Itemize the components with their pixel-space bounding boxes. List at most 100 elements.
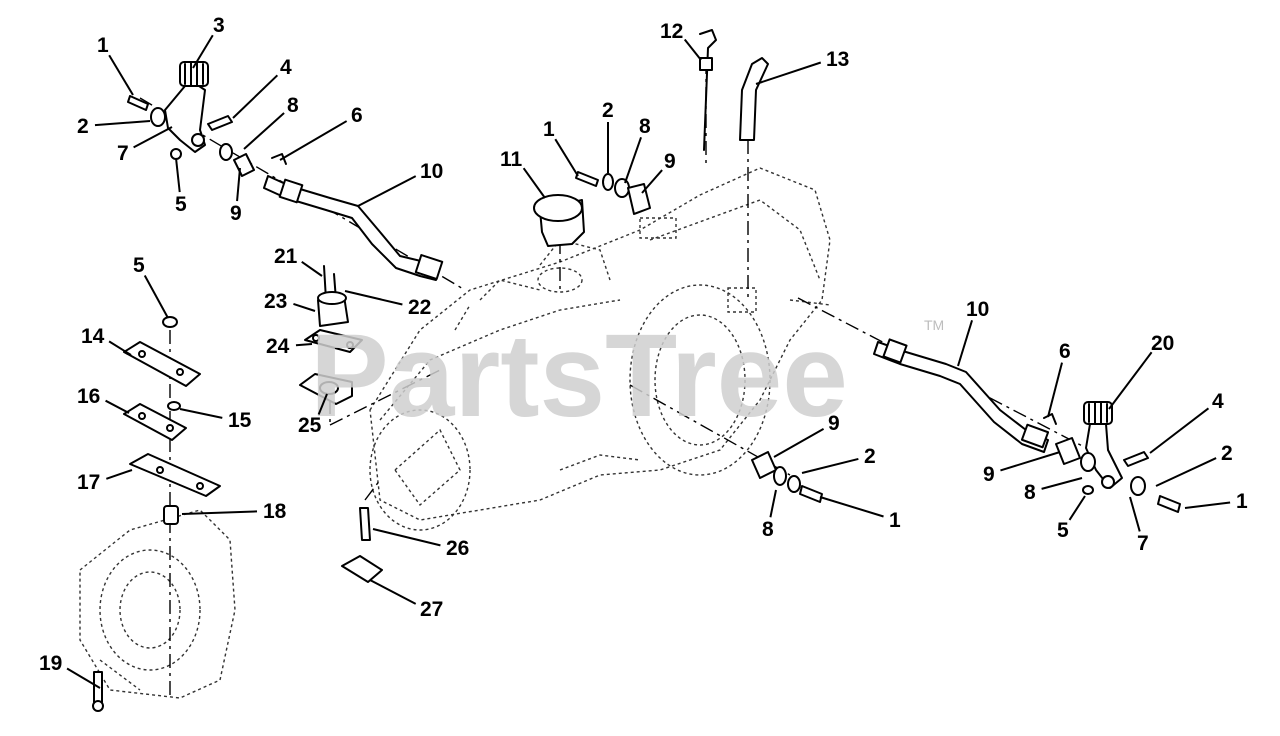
callout-leader-line [1155,457,1217,487]
watermark-text: PartsTree [310,310,848,442]
callout-leader-line [641,169,663,194]
mounting-stack [299,265,363,405]
callout-leader-line [1068,495,1086,521]
callout-leader-line [801,457,859,474]
callout-leader-line [1129,496,1141,532]
callout-9: 9 [773,412,840,458]
callout-leader-line [344,290,403,306]
callout-15: 15 [179,408,252,432]
callout-number: 10 [420,160,443,183]
callout-18: 18 [181,500,287,523]
callout-number: 3 [213,14,225,37]
callout-2: 2 [801,445,876,474]
callout-number: 13 [826,48,849,71]
callout-number: 20 [1151,332,1174,355]
callout-7: 7 [117,126,173,165]
callout-leader-line [1047,362,1063,418]
callout-leader-line [1184,501,1231,509]
callout-9: 9 [641,150,676,194]
callout-number: 5 [133,254,145,277]
callout-leader-line [819,496,884,518]
lower-housing [79,509,236,699]
callout-2: 2 [1155,442,1233,487]
callout-17: 17 [77,469,133,494]
callout-leader-line [232,74,279,119]
callout-6: 6 [279,104,363,161]
callout-14: 14 [81,325,132,356]
callout-leader-line [133,126,173,149]
callout-leader-line [108,54,134,96]
callout-number: 8 [639,115,651,138]
callout-8: 8 [1024,477,1083,504]
callout-12: 12 [660,20,702,61]
callout-leader-line [175,157,181,193]
callout-4: 4 [232,56,292,119]
callout-leader-line [369,579,417,605]
callout-10: 10 [957,298,989,367]
callout-7: 7 [1129,496,1149,555]
callout-number: 21 [274,245,298,268]
callout-number: 9 [828,412,840,435]
callout-leader-line [293,303,316,312]
callout-number: 23 [264,290,287,313]
callout-23: 23 [264,290,316,313]
callout-number: 24 [266,335,290,358]
callout-number: 19 [39,652,62,675]
callout-leader-line [317,393,328,415]
callout-leader-line [522,167,546,199]
callout-number: 10 [966,298,989,321]
callout-13: 13 [755,48,849,85]
callout-number: 2 [77,115,89,138]
right-shift-arm-assembly [1043,401,1181,513]
callout-11: 11 [500,148,546,199]
callout-1: 1 [819,496,901,532]
callout-number: 6 [1059,340,1071,363]
callout-25: 25 [298,393,328,437]
callout-4: 4 [1149,390,1224,454]
left-shift-arm-assembly [127,61,287,177]
callout-leader-line [179,408,223,419]
callout-5: 5 [1057,495,1086,542]
callout-number: 26 [446,537,469,560]
callout-leader-line [243,112,285,150]
callout-5: 5 [175,157,187,216]
callout-number: 2 [864,445,876,468]
callout-20: 20 [1108,332,1174,410]
callout-leader-line [295,343,313,347]
callout-leader-line [236,167,241,202]
callout-8: 8 [762,489,777,541]
callout-number: 1 [97,34,109,57]
callout-number: 18 [263,500,287,523]
callout-leader-line [1000,451,1061,472]
callout-number: 9 [230,202,242,225]
callout-leader-line [106,469,133,480]
callout-number: 4 [1212,390,1224,413]
callout-leader-line [108,340,132,356]
center-plug-and-bushing [533,171,651,293]
callout-2: 2 [77,115,151,138]
callout-leader-line [94,120,151,127]
callout-leader-line [105,399,130,414]
callout-9: 9 [983,451,1061,486]
callout-leader-line [1041,477,1083,490]
callout-10: 10 [357,160,443,207]
callout-26: 26 [372,528,469,560]
callout-number: 7 [1137,532,1149,555]
watermark: PartsTree TM [310,310,944,442]
callout-1: 1 [543,118,579,177]
callout-6: 6 [1047,340,1071,418]
callout-leader-line [279,120,348,161]
callout-number: 8 [287,94,299,117]
dipstick-and-tube [699,29,769,151]
callout-number: 2 [1221,442,1233,465]
callout-24: 24 [266,335,313,358]
callout-leader-line [773,428,825,458]
callout-number: 25 [298,414,322,437]
callout-leader-line [181,510,258,515]
callout-leader-line [66,667,101,689]
callout-leader-line [957,320,973,367]
callout-number: 8 [762,518,774,541]
